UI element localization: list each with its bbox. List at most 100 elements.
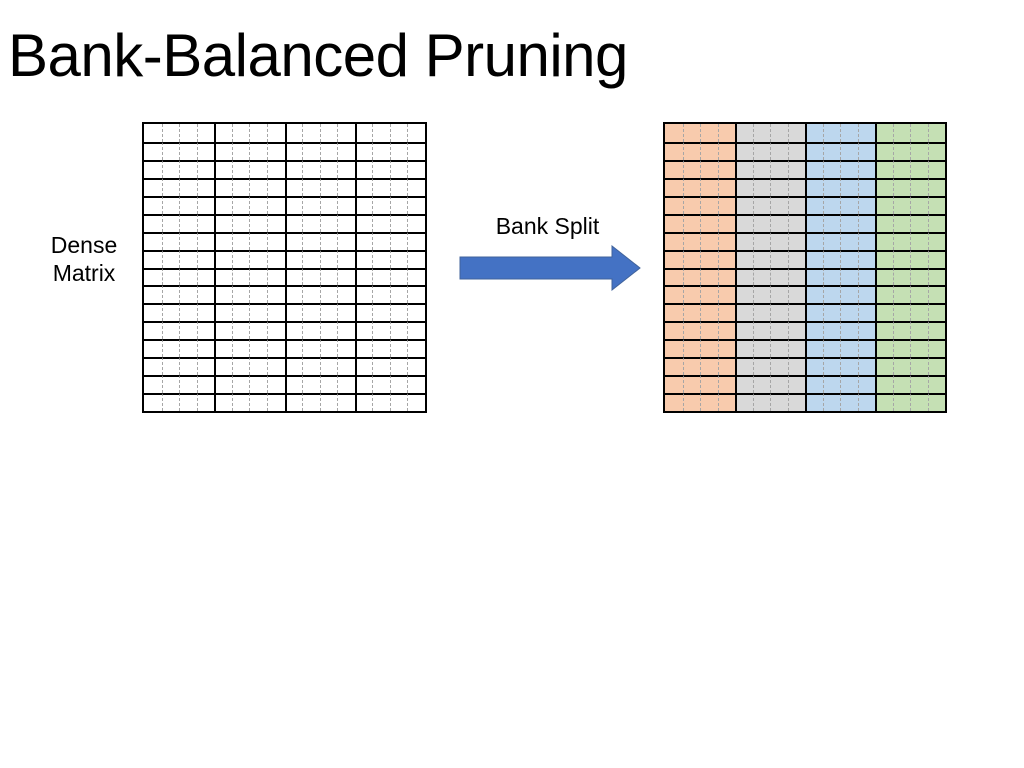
matrix-cell (389, 195, 408, 214)
matrix-cell (665, 321, 683, 340)
matrix-cell (302, 213, 320, 232)
matrix-cell (822, 321, 840, 340)
matrix-cell (284, 124, 303, 142)
matrix-cell (407, 321, 425, 340)
matrix-cell (927, 231, 945, 250)
matrix-cell (214, 357, 232, 376)
matrix-cell (700, 195, 718, 214)
banked-matrix (663, 122, 947, 413)
matrix-cell (910, 339, 928, 358)
matrix-cell (337, 249, 355, 268)
matrix-cell (717, 339, 735, 358)
matrix-cell (857, 339, 875, 358)
matrix-cell (372, 195, 390, 214)
matrix-cell (735, 339, 753, 358)
matrix-cell (805, 231, 823, 250)
matrix-cell (319, 249, 338, 268)
matrix-cell (284, 195, 303, 214)
matrix-cell (179, 213, 197, 232)
matrix-cell (787, 339, 805, 358)
matrix-cell (337, 321, 355, 340)
matrix-cell (337, 393, 355, 411)
matrix-cell (682, 357, 700, 376)
matrix-cell (682, 124, 700, 142)
matrix-cell (717, 124, 735, 142)
matrix-cell (892, 393, 910, 411)
matrix-cell (927, 177, 945, 196)
matrix-cell (840, 321, 858, 340)
matrix-cell (752, 249, 770, 268)
matrix-cell (665, 231, 683, 250)
matrix-cell (822, 195, 840, 214)
matrix-cell (787, 159, 805, 178)
dense-matrix-label-line2: Matrix (52, 260, 116, 286)
matrix-cell (196, 231, 215, 250)
matrix-cell (682, 159, 700, 178)
matrix-cell (266, 321, 285, 340)
matrix-cell (179, 195, 197, 214)
matrix-cell (770, 159, 788, 178)
matrix-cell (787, 249, 805, 268)
matrix-cell (805, 249, 823, 268)
matrix-cell (910, 177, 928, 196)
matrix-cell (144, 141, 162, 160)
matrix-cell (682, 393, 700, 411)
matrix-cell (682, 141, 700, 160)
matrix-cell (372, 321, 390, 340)
matrix-cell (840, 339, 858, 358)
matrix-cell (179, 321, 197, 340)
matrix-cell (787, 303, 805, 322)
matrix-cell (161, 339, 180, 358)
matrix-cell (337, 231, 355, 250)
matrix-cell (249, 124, 267, 142)
matrix-cell (372, 159, 390, 178)
matrix-cell (249, 285, 267, 304)
matrix-cell (787, 124, 805, 142)
matrix-cell (682, 339, 700, 358)
matrix-cell (875, 177, 893, 196)
matrix-cell (354, 231, 373, 250)
matrix-cell (354, 321, 373, 340)
matrix-cell (735, 321, 753, 340)
matrix-cell (682, 321, 700, 340)
matrix-cell (389, 231, 408, 250)
matrix-cell (231, 249, 250, 268)
matrix-cell (161, 159, 180, 178)
matrix-cell (787, 231, 805, 250)
matrix-cell (875, 213, 893, 232)
matrix-cell (284, 321, 303, 340)
matrix-cell (196, 195, 215, 214)
matrix-cell (372, 267, 390, 286)
matrix-cell (735, 357, 753, 376)
matrix-cell (927, 321, 945, 340)
matrix-cell (284, 357, 303, 376)
matrix-cell (231, 195, 250, 214)
matrix-cell (214, 159, 232, 178)
matrix-cell (389, 159, 408, 178)
matrix-cell (840, 231, 858, 250)
matrix-cell (665, 375, 683, 394)
matrix-cell (214, 141, 232, 160)
matrix-cell (875, 195, 893, 214)
dense-matrix-label: Dense Matrix (28, 231, 140, 287)
matrix-cell (302, 231, 320, 250)
matrix-cell (892, 267, 910, 286)
matrix-cell (354, 375, 373, 394)
matrix-cell (735, 393, 753, 411)
matrix-cell (875, 375, 893, 394)
matrix-cell (144, 177, 162, 196)
matrix-cell (179, 249, 197, 268)
matrix-cell (857, 303, 875, 322)
matrix-cell (196, 213, 215, 232)
matrix-cell (214, 339, 232, 358)
matrix-cell (822, 213, 840, 232)
matrix-cell (407, 375, 425, 394)
matrix-cell (892, 357, 910, 376)
matrix-cell (179, 393, 197, 411)
matrix-cell (372, 231, 390, 250)
matrix-cell (196, 375, 215, 394)
matrix-cell (354, 195, 373, 214)
matrix-cell (372, 124, 390, 142)
matrix-cell (787, 357, 805, 376)
